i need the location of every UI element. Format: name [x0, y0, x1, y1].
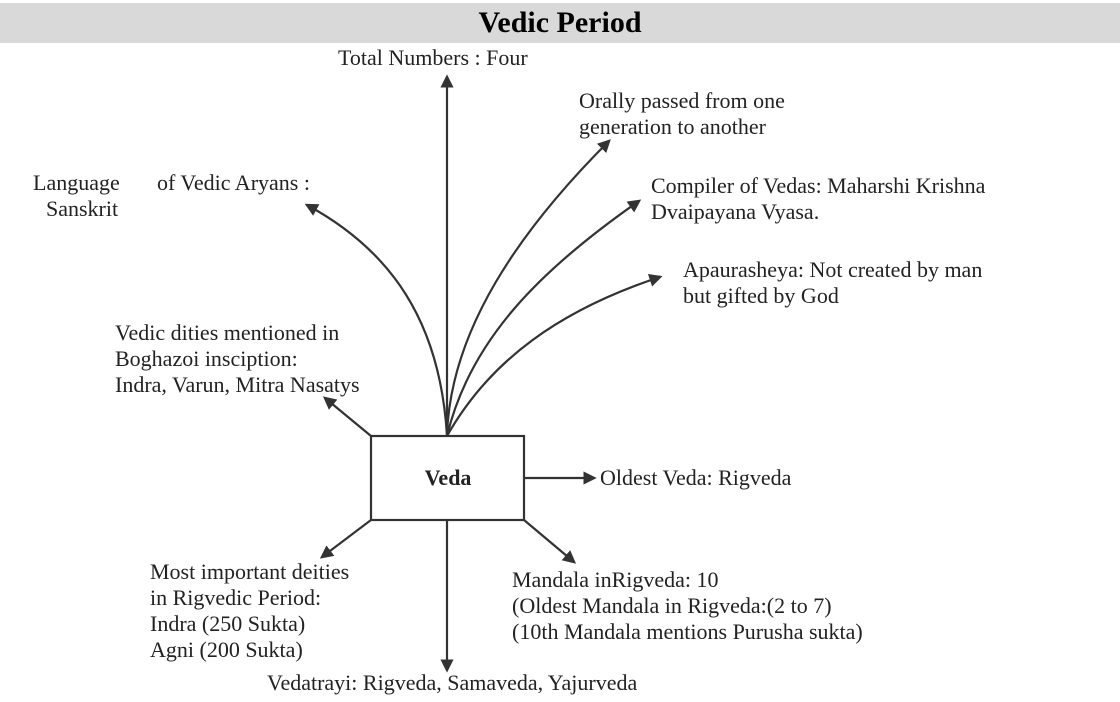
- page-title: Vedic Period: [478, 6, 642, 39]
- orally-passed-line-2: generation to another: [579, 114, 766, 139]
- mandala-line-3: (10th Mandala mentions Purusha sukta): [512, 619, 863, 644]
- mandala-label: Mandala inRigveda: 10 (Oldest Mandala in…: [512, 567, 863, 645]
- vedatrayi-label: Vedatrayi: Rigveda, Samaveda, Yajurveda: [267, 670, 638, 695]
- apaurasheya-label: Apaurasheya: Not created by man but gift…: [683, 257, 982, 309]
- mandala-line-1: Mandala inRigveda: 10: [512, 567, 719, 592]
- arrow-apaurasheya: [446, 274, 663, 437]
- arrow-mandala: [523, 519, 577, 564]
- compiler-label: Compiler of Vedas: Maharshi Krishna Dvai…: [651, 173, 985, 225]
- oldest-veda-label: Oldest Veda: Rigveda: [600, 465, 792, 490]
- compiler-line-2: Dvaipayana Vyasa.: [651, 199, 820, 224]
- arrow-language: [304, 203, 449, 437]
- arrow-orally-passed: [445, 139, 611, 437]
- vedic-dities-line-3: Indra, Varun, Mitra Nasatys: [115, 372, 360, 397]
- language-line-1: Language: [33, 170, 120, 195]
- vedic-dities-label: Vedic dities mentioned in Boghazoi insci…: [115, 320, 360, 398]
- vedic-dities-line-2: Boghazoi insciption:: [115, 346, 298, 371]
- language-rest-label: of Vedic Aryans :: [157, 170, 310, 195]
- orally-passed-line-1: Orally passed from one: [579, 88, 785, 113]
- orally-passed-label: Orally passed from one generation to ano…: [579, 88, 785, 140]
- arrow-vedic-dities: [322, 396, 372, 437]
- language-label: Language Sanskrit: [33, 170, 120, 222]
- important-deities-line-3: Indra (250 Sukta): [150, 611, 306, 636]
- language-line-2: Sanskrit: [46, 196, 119, 221]
- apaurasheya-line-1: Apaurasheya: Not created by man: [683, 257, 983, 282]
- important-deities-line-1: Most important deities: [150, 559, 350, 584]
- apaurasheya-line-2: but gifted by God: [683, 283, 839, 308]
- vedic-dities-line-1: Vedic dities mentioned in: [115, 320, 340, 345]
- important-deities-label: Most important deities in Rigvedic Perio…: [150, 559, 349, 663]
- mandala-line-2: (Oldest Mandala in Rigveda:(2 to 7): [512, 593, 832, 618]
- important-deities-line-2: in Rigvedic Period:: [150, 585, 322, 610]
- title-bar: [0, 3, 1120, 43]
- important-deities-line-4: Agni (200 Sukta): [150, 637, 303, 662]
- veda-box-label: Veda: [424, 465, 472, 490]
- compiler-line-1: Compiler of Vedas: Maharshi Krishna: [651, 173, 986, 198]
- arrow-compiler: [445, 199, 642, 437]
- total-numbers-label: Total Numbers : Four: [338, 45, 528, 70]
- arrow-important-deities: [319, 519, 372, 559]
